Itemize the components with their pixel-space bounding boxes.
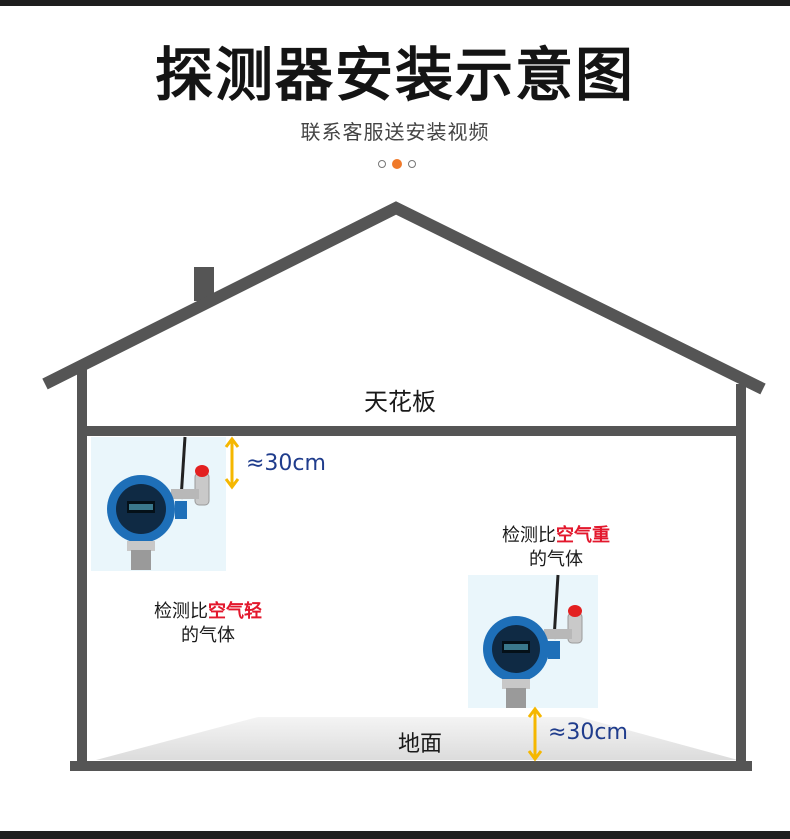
note-heavy-highlight: 空气重 — [556, 525, 610, 546]
floor-area — [96, 717, 738, 760]
carousel-dot-1[interactable] — [378, 160, 386, 168]
detector-bottom — [468, 574, 598, 708]
distance-label-top: ≈30cm — [246, 451, 326, 476]
carousel-indicator — [378, 159, 416, 169]
note-heavy-suffix: 的气体 — [529, 549, 583, 570]
detector-top — [91, 436, 226, 571]
note-light-prefix: 检测比 — [154, 601, 208, 622]
floor-label: 地面 — [397, 732, 442, 757]
note-light-suffix: 的气体 — [181, 625, 235, 646]
distance-label-bottom: ≈30cm — [548, 720, 628, 745]
note-heavier-gas: 检测比空气重 的气体 — [486, 524, 626, 572]
carousel-dot-2-active[interactable] — [392, 159, 402, 169]
distance-arrow-top — [224, 436, 240, 490]
bottom-border-bar — [0, 831, 790, 839]
note-lighter-gas: 检测比空气轻 的气体 — [138, 600, 278, 648]
ceiling-label: 天花板 — [364, 388, 436, 416]
page-title: 探测器安装示意图 — [154, 41, 635, 109]
note-light-highlight: 空气轻 — [208, 601, 262, 622]
chimney — [194, 267, 214, 301]
top-border-bar — [0, 0, 790, 6]
carousel-dot-3[interactable] — [408, 160, 416, 168]
note-heavy-prefix: 检测比 — [502, 525, 556, 546]
roof-outline — [42, 201, 766, 395]
distance-arrow-bottom — [527, 706, 543, 762]
page-subtitle: 联系客服送安装视频 — [300, 120, 490, 144]
